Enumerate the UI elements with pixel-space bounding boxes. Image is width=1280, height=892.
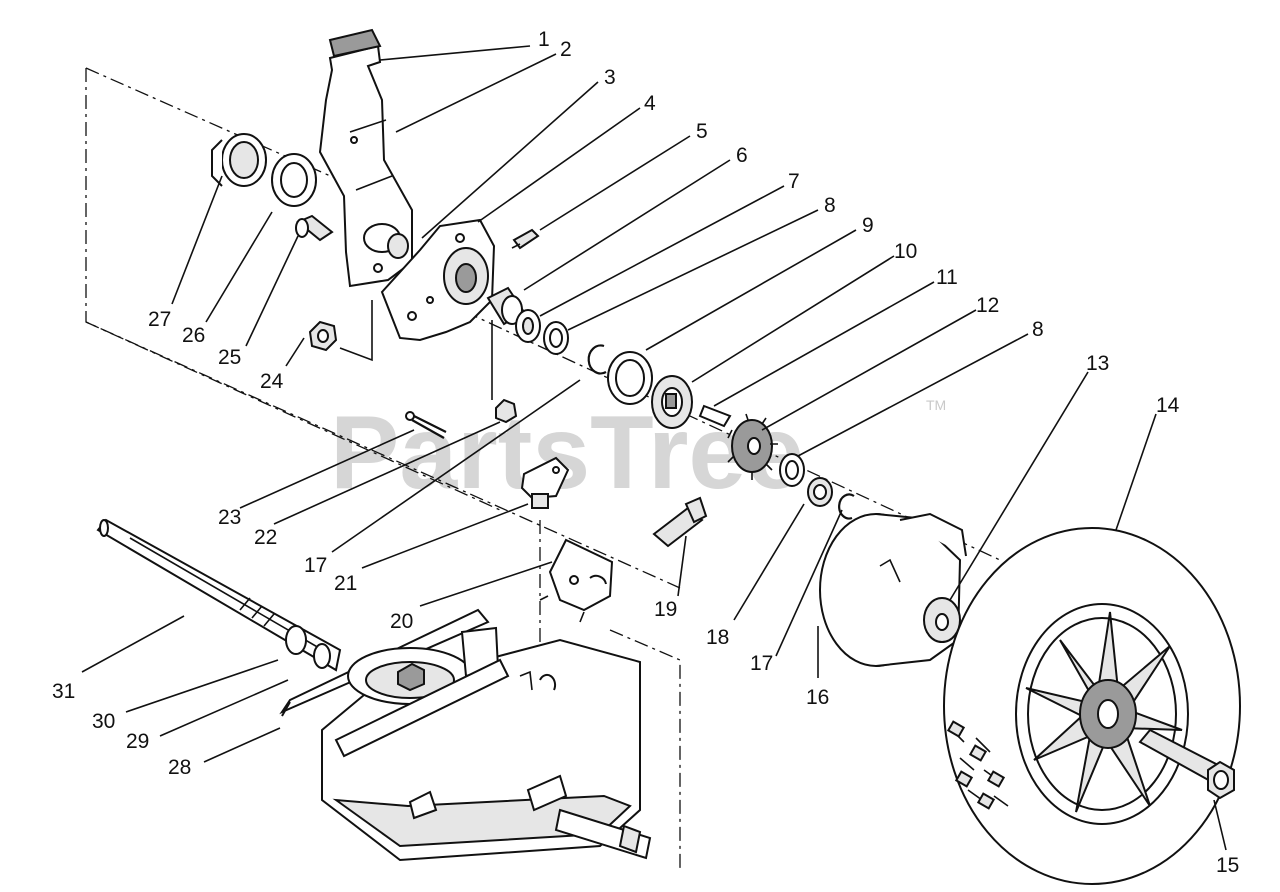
part-washer-8	[543, 321, 569, 355]
callout-3: 3	[604, 66, 616, 89]
callout-20: 20	[390, 610, 413, 633]
callout-29: 29	[126, 730, 149, 753]
callout-16: 16	[806, 686, 829, 709]
part-shift-bracket	[318, 28, 413, 288]
part-spacer-18	[807, 477, 833, 507]
part-bolt-25	[295, 214, 334, 242]
part-washer-7	[515, 309, 541, 343]
callout-8: 8	[824, 194, 836, 217]
part-cam-21	[520, 456, 570, 509]
callout-labels: 1 2 3 4 5 6 7 8 9 10 11 12 8 13 14 15 16…	[52, 28, 1239, 877]
callout-11: 11	[936, 266, 958, 289]
callout-5: 5	[696, 120, 708, 143]
callout-19: 19	[654, 598, 677, 621]
callout-24: 24	[260, 370, 284, 393]
part-bolt-19	[652, 496, 708, 548]
callout-17: 17	[750, 652, 773, 675]
watermark-trademark: TM	[926, 397, 946, 413]
part-nut-22	[495, 398, 518, 424]
part-bushing-27	[211, 133, 267, 187]
part-washer-8b	[779, 453, 805, 487]
part-cotter-pin-23	[405, 411, 447, 439]
callout-13: 13	[1086, 352, 1109, 375]
part-wheel	[943, 527, 1241, 885]
part-bracket-20	[539, 538, 614, 623]
part-gear-12	[727, 413, 778, 480]
part-wheel-cover	[819, 512, 967, 667]
part-nut-24	[308, 320, 338, 352]
callout-28: 28	[168, 756, 191, 779]
part-ring-9	[607, 351, 653, 405]
part-wheel-bolt	[1138, 728, 1235, 800]
callout-21: 21	[334, 572, 357, 595]
callout-10: 10	[894, 240, 917, 263]
callout-4: 4	[644, 92, 656, 115]
callout-15: 15	[1216, 854, 1239, 877]
part-e-clip-17a	[587, 344, 607, 375]
leader-lines	[81, 45, 1227, 851]
callout-9: 9	[862, 214, 874, 237]
callout-26: 26	[182, 324, 205, 347]
callout-18: 18	[706, 626, 729, 649]
callout-8b: 8	[1032, 318, 1044, 341]
callout-2: 2	[560, 38, 572, 61]
part-key-11	[698, 404, 732, 428]
callout-1: 1	[538, 28, 550, 51]
callout-14: 14	[1156, 394, 1180, 417]
callout-7: 7	[788, 170, 800, 193]
part-e-clip-17b	[838, 493, 855, 520]
callout-17b: 17	[304, 554, 327, 577]
callout-25: 25	[218, 346, 241, 369]
part-bearing-10	[651, 375, 693, 429]
callout-31: 31	[52, 680, 75, 703]
part-bearing-housing	[380, 218, 496, 342]
callout-27: 27	[148, 308, 171, 331]
callout-22: 22	[254, 526, 277, 549]
callout-12: 12	[976, 294, 999, 317]
part-washer-26	[271, 153, 317, 207]
callout-6: 6	[736, 144, 748, 167]
part-drive-shaft	[96, 518, 342, 672]
callout-23: 23	[218, 506, 241, 529]
part-small-bolt	[511, 228, 540, 250]
callout-30: 30	[92, 710, 115, 733]
part-transmission	[321, 626, 652, 862]
